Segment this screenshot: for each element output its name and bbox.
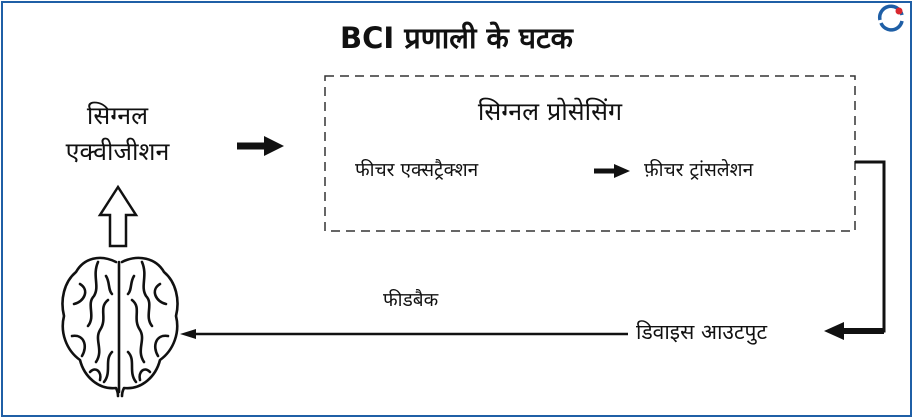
feature-extraction-label: फीचर एक्सट्रैक्शन <box>355 159 479 181</box>
signal-processing-box <box>324 75 856 232</box>
signal-processing-label: सिग्नल प्रोसेसिंग <box>477 97 623 126</box>
signal-acquisition-line1: सिग्नल <box>86 101 149 130</box>
arrow-brain-to-acquisition <box>97 184 139 248</box>
feedback-label: फीडबैक <box>383 289 439 311</box>
arrow-extraction-to-translation <box>594 164 630 178</box>
device-output-label: डिवाइस आउटपुट <box>636 320 768 344</box>
logo-icon <box>877 4 904 32</box>
feature-translation-label: फ़ीचर ट्रांसलेशन <box>644 159 754 181</box>
brain-icon <box>61 256 179 398</box>
diagram-title: BCI प्रणाली के घटक <box>340 21 573 55</box>
arrow-processing-to-output <box>824 160 886 340</box>
signal-acquisition-line2: एक्वीजीशन <box>65 137 170 166</box>
arrow-feedback <box>180 329 628 339</box>
arrow-acquisition-to-processing <box>237 136 284 156</box>
signal-acquisition-label: सिग्नल एक्वीजीशन <box>30 98 205 170</box>
